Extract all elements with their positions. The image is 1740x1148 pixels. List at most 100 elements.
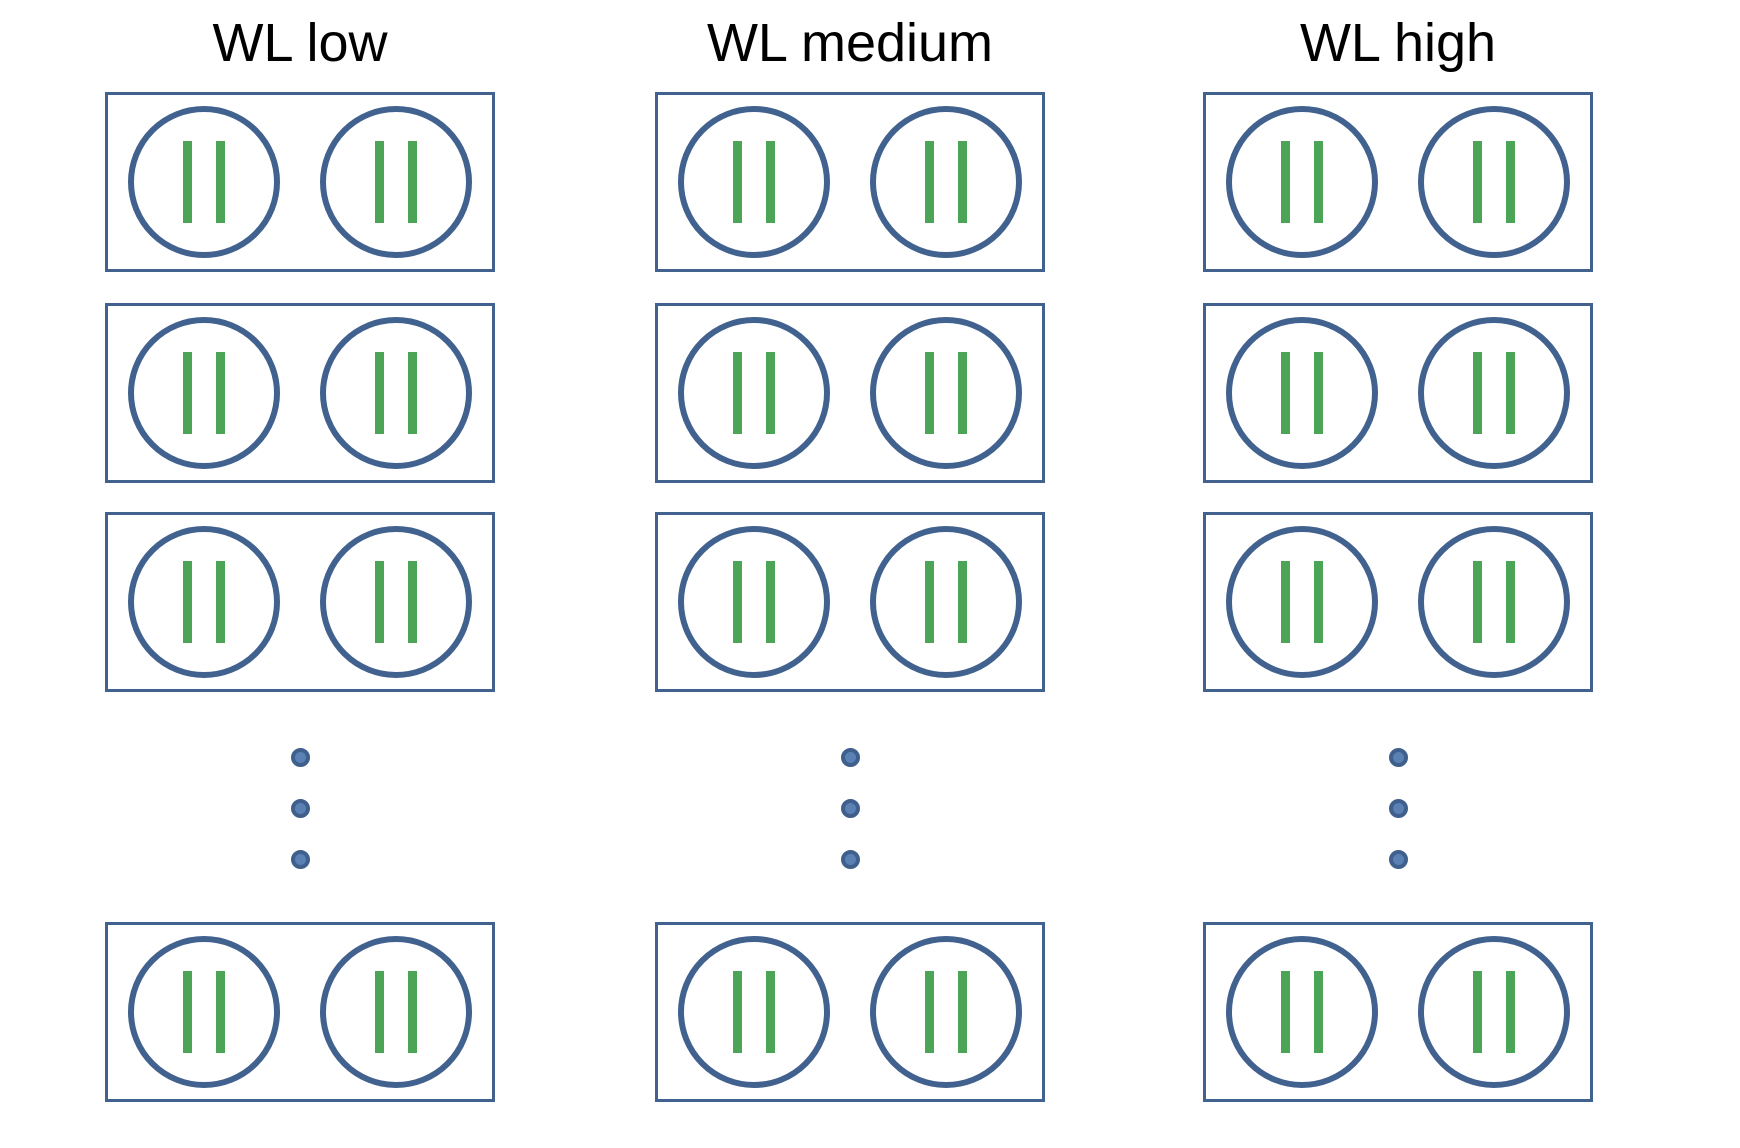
task-bar-group xyxy=(1473,141,1515,223)
task-bar xyxy=(1506,352,1515,434)
vertical-ellipsis-wl-high xyxy=(1203,748,1593,869)
agent-circle xyxy=(870,936,1022,1088)
vertical-ellipsis-wl-medium xyxy=(655,748,1045,869)
unit-box-wl-low-row-3 xyxy=(105,512,495,692)
task-bar xyxy=(1314,352,1323,434)
task-bar-group xyxy=(1281,352,1323,434)
task-bar xyxy=(1473,971,1482,1053)
task-bar-group xyxy=(375,352,417,434)
task-bar xyxy=(375,561,384,643)
task-bar xyxy=(1506,141,1515,223)
column-wl-medium: WL medium xyxy=(655,0,1045,1148)
task-bar xyxy=(375,352,384,434)
task-bar xyxy=(216,352,225,434)
agent-circle xyxy=(320,936,472,1088)
task-bar-group xyxy=(733,971,775,1053)
task-bar-group xyxy=(183,561,225,643)
column-title-wl-low: WL low xyxy=(212,13,388,73)
column-wl-high: WL high xyxy=(1203,0,1593,1148)
agent-circle xyxy=(678,106,830,258)
task-bar xyxy=(925,141,934,223)
task-bar-group xyxy=(1473,352,1515,434)
ellipsis-dot xyxy=(1388,850,1408,869)
ellipsis-dot xyxy=(290,799,310,818)
task-bar xyxy=(183,141,192,223)
unit-box-wl-high-row-last xyxy=(1203,922,1593,1102)
task-bar-group xyxy=(183,352,225,434)
vertical-ellipsis-wl-low xyxy=(105,748,495,869)
task-bar xyxy=(766,971,775,1053)
task-bar xyxy=(958,352,967,434)
agent-circle xyxy=(1226,317,1378,469)
task-bar-group xyxy=(1473,561,1515,643)
ellipsis-dot xyxy=(840,748,860,767)
task-bar-group xyxy=(925,561,967,643)
agent-circle xyxy=(1418,936,1570,1088)
task-bar-group xyxy=(1473,971,1515,1053)
task-bar xyxy=(958,971,967,1053)
task-bar-group xyxy=(375,141,417,223)
agent-circle xyxy=(128,526,280,678)
circle-group xyxy=(108,306,492,480)
unit-box-wl-low-row-2 xyxy=(105,303,495,483)
agent-circle xyxy=(320,526,472,678)
ellipsis-dot xyxy=(1388,748,1408,767)
task-bar xyxy=(1314,971,1323,1053)
task-bar-group xyxy=(183,971,225,1053)
task-bar xyxy=(183,561,192,643)
unit-box-wl-medium-row-last xyxy=(655,922,1045,1102)
task-bar xyxy=(1506,971,1515,1053)
ellipsis-dot xyxy=(840,850,860,869)
circle-group xyxy=(1206,515,1590,689)
agent-circle xyxy=(128,106,280,258)
circle-group xyxy=(658,306,1042,480)
task-bar-group xyxy=(1281,141,1323,223)
task-bar xyxy=(408,352,417,434)
agent-circle xyxy=(128,317,280,469)
task-bar xyxy=(733,561,742,643)
agent-circle xyxy=(1418,317,1570,469)
task-bar xyxy=(1473,352,1482,434)
unit-box-wl-low-row-1 xyxy=(105,92,495,272)
circle-group xyxy=(1206,925,1590,1099)
agent-circle xyxy=(870,526,1022,678)
circle-group xyxy=(108,95,492,269)
task-bar xyxy=(1281,971,1290,1053)
task-bar xyxy=(1281,561,1290,643)
task-bar xyxy=(958,141,967,223)
task-bar xyxy=(766,352,775,434)
column-title-wl-medium: WL medium xyxy=(706,13,994,73)
task-bar-group xyxy=(925,141,967,223)
agent-circle xyxy=(320,317,472,469)
task-bar xyxy=(1473,561,1482,643)
circle-group xyxy=(1206,95,1590,269)
task-bar-group xyxy=(925,352,967,434)
circle-group xyxy=(658,95,1042,269)
task-bar-group xyxy=(375,971,417,1053)
circle-group xyxy=(108,925,492,1099)
unit-box-wl-medium-row-2 xyxy=(655,303,1045,483)
task-bar-group xyxy=(1281,561,1323,643)
ellipsis-dot xyxy=(290,748,310,767)
agent-circle xyxy=(1418,106,1570,258)
unit-box-wl-high-row-1 xyxy=(1203,92,1593,272)
task-bar xyxy=(216,141,225,223)
column-title-wl-high: WL high xyxy=(1299,13,1497,73)
task-bar xyxy=(375,141,384,223)
task-bar xyxy=(1473,141,1482,223)
task-bar xyxy=(733,352,742,434)
task-bar xyxy=(958,561,967,643)
agent-circle xyxy=(1418,526,1570,678)
ellipsis-dot xyxy=(840,799,860,818)
task-bar xyxy=(408,141,417,223)
task-bar xyxy=(216,971,225,1053)
task-bar xyxy=(766,561,775,643)
column-wl-low: WL low xyxy=(105,0,495,1148)
task-bar xyxy=(925,561,934,643)
task-bar-group xyxy=(733,561,775,643)
unit-box-wl-high-row-3 xyxy=(1203,512,1593,692)
agent-circle xyxy=(678,526,830,678)
unit-box-wl-low-row-last xyxy=(105,922,495,1102)
task-bar xyxy=(216,561,225,643)
